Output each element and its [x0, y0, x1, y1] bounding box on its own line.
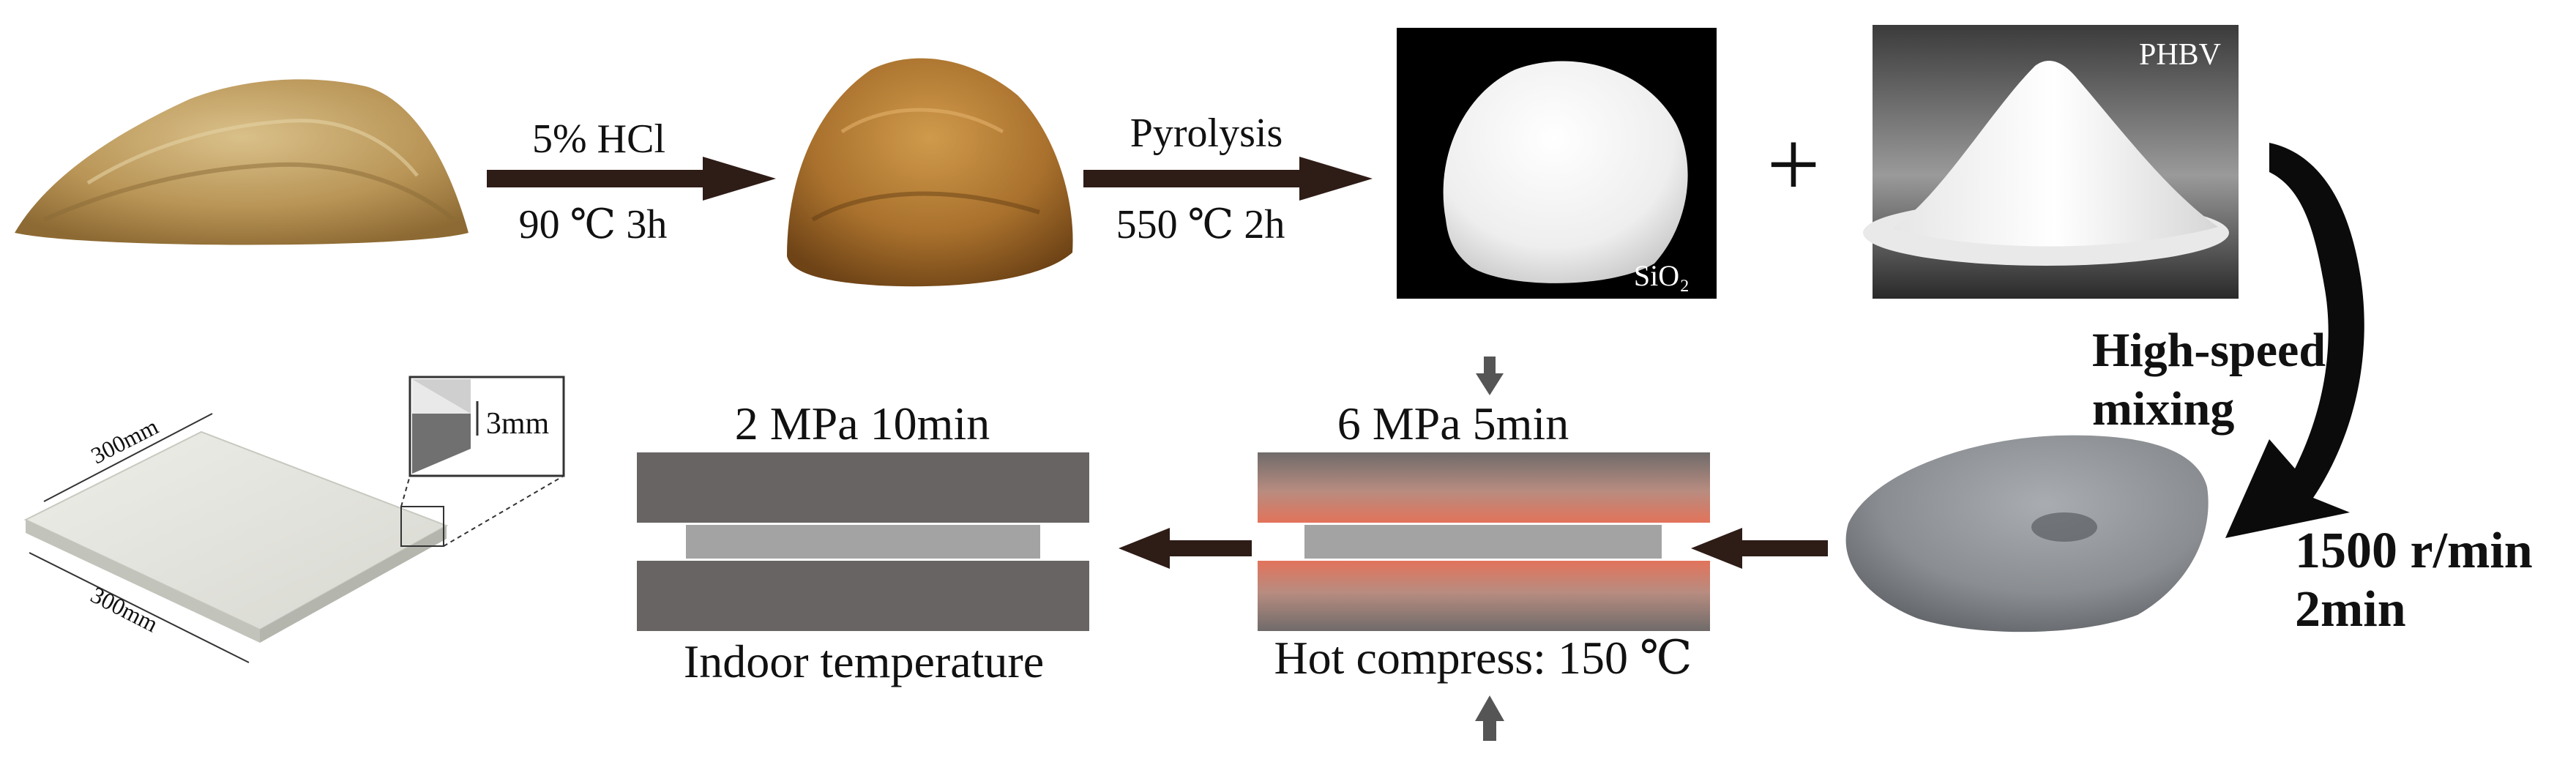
acid-wash-condition: 90 ℃ 3h [519, 202, 668, 247]
hot-press-pressure: 6 MPa 5min [1337, 398, 1569, 449]
width-dimension-line [43, 413, 213, 502]
mixing-time: 2min [2295, 581, 2406, 638]
hot-press: 6 MPa 5min Hot compress: 150 ℃ [1258, 357, 1710, 741]
cold-press-sample [686, 525, 1040, 559]
blend-image [1845, 435, 2209, 632]
cold-press-pressure: 2 MPa 10min [735, 398, 990, 449]
length-dimension-line [29, 552, 250, 663]
down-arrow-icon [1476, 357, 1504, 395]
hot-press-bottom-plate [1258, 561, 1710, 631]
cold-press-bottom-plate [637, 561, 1089, 631]
pyrolysis-condition: 550 ℃ 2h [1116, 202, 1285, 247]
acid-wash-reagent: 5% HCl [532, 116, 665, 162]
plus-icon: + [1766, 112, 1820, 217]
mixing-speed: 1500 r/min [2295, 523, 2533, 579]
pyrolysis-label: Pyrolysis [1130, 111, 1283, 156]
hot-press-sample [1304, 525, 1662, 559]
mixing-label-line1: High-speed [2092, 324, 2326, 377]
phbv-label: PHBV [2139, 38, 2221, 72]
rice-husk-image [15, 79, 468, 245]
board-image: 300mm 300mm 3mm [23, 376, 565, 663]
arrow-left-icon [1119, 528, 1252, 569]
mixing-arrow-icon [2225, 143, 2364, 538]
arrow-right-icon [1299, 157, 1373, 201]
silica-image: SiO₂ [1397, 28, 1717, 299]
arrow-shaft [1083, 170, 1303, 187]
acid-wash-step: 5% HCl 90 ℃ 3h [487, 116, 776, 247]
arrow-shaft [487, 170, 706, 187]
cold-press: 2 MPa 10min Indoor temperature [637, 398, 1089, 687]
silica-label: SiO₂ [1634, 259, 1690, 292]
hot-press-top-plate [1258, 452, 1710, 523]
cold-press-caption: Indoor temperature [684, 635, 1044, 687]
up-arrow-icon [1475, 695, 1504, 741]
thickness-label: 3mm [486, 407, 550, 441]
thickness-inset: 3mm [408, 376, 565, 477]
mixing-label-line2: mixing [2092, 382, 2234, 436]
cold-press-top-plate [637, 452, 1089, 523]
phbv-image: PHBV [1863, 25, 2239, 299]
arrow-left-icon [1691, 528, 1828, 569]
arrow-right-icon [703, 157, 776, 201]
zoom-region [400, 506, 444, 547]
treated-husk-image [787, 58, 1073, 287]
pyrolysis-step: Pyrolysis 550 ℃ 2h [1083, 111, 1373, 247]
hot-press-caption: Hot compress: 150 ℃ [1274, 632, 1692, 684]
